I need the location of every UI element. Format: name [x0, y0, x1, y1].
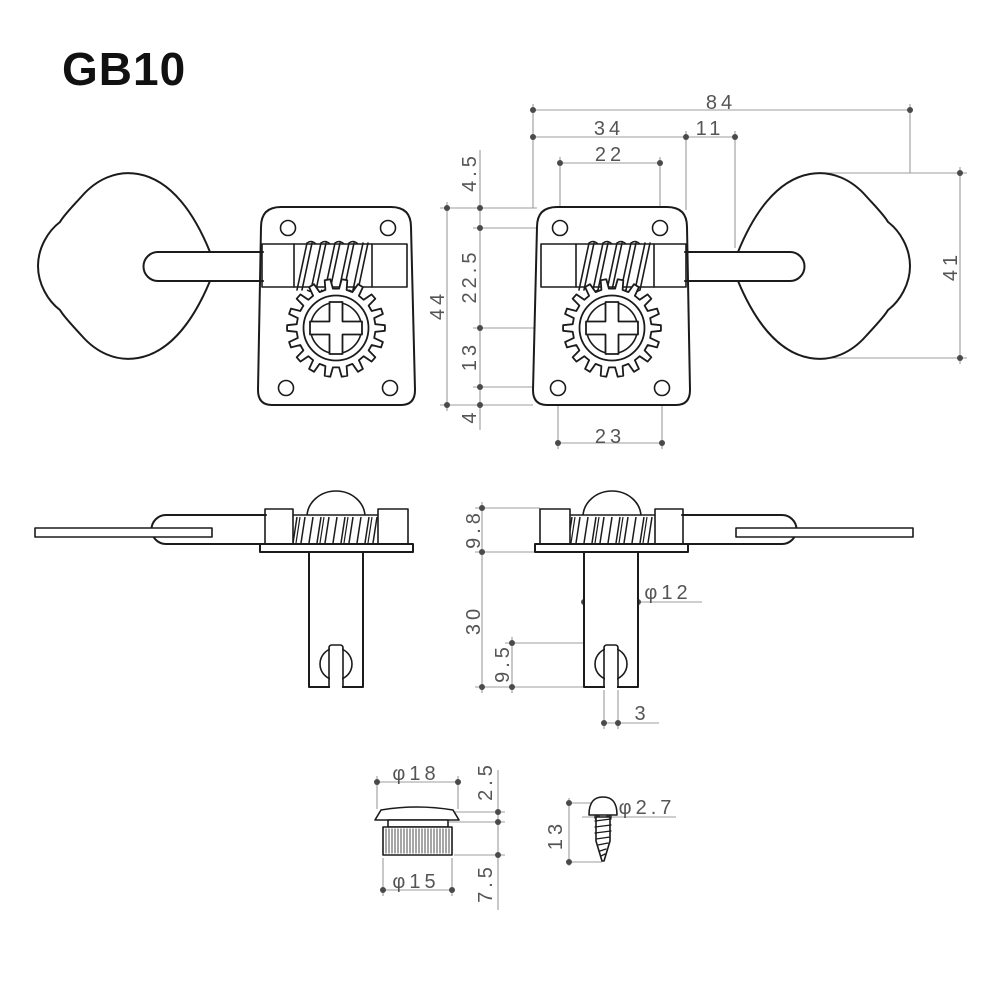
dim-plate-height: 44	[427, 290, 449, 320]
worm-bearing-block	[540, 243, 577, 288]
housing-block	[264, 508, 294, 546]
key-shaft-cap	[789, 251, 806, 282]
screw-hole	[651, 219, 669, 237]
dim-overall-length: 84	[706, 92, 736, 114]
housing-block	[377, 508, 409, 546]
dim-slot-depth: 9.5	[492, 643, 514, 683]
dim-plate-top-to-holes: 4.5	[459, 152, 481, 192]
screw-shank	[595, 816, 611, 862]
worm-bearing-block	[261, 243, 295, 288]
worm-dome	[306, 490, 366, 518]
dim-screw-diameter: φ2.7	[619, 797, 676, 819]
string-slot	[603, 644, 619, 688]
worm-bearing-block	[371, 243, 408, 288]
screw-view	[588, 796, 618, 862]
housing-block	[539, 508, 571, 546]
front-view-left-tuner	[37, 172, 416, 406]
cog-gear	[562, 278, 662, 378]
dim-plate-width: 34	[594, 118, 624, 140]
screw-head	[588, 796, 618, 816]
bushing-knurling	[385, 828, 450, 854]
screw-hole	[551, 219, 569, 237]
worm-dome	[582, 490, 642, 518]
tuner-key	[737, 172, 911, 360]
screw-hole	[277, 379, 295, 397]
tuner-key	[37, 172, 211, 360]
string-slot	[328, 644, 344, 688]
key-blade	[735, 527, 914, 538]
dim-bushing-head-height: 2.5	[475, 761, 497, 801]
dim-post-diameter: φ12	[644, 582, 691, 604]
worm-wheel-teeth	[567, 516, 661, 544]
dim-plate-to-key: 11	[696, 118, 725, 140]
screw-threads	[594, 818, 612, 857]
housing-block	[654, 508, 684, 546]
dim-post-length: 30	[463, 605, 485, 635]
dim-slot-width: 3	[634, 703, 649, 725]
screw-hole	[379, 219, 397, 237]
front-view-right-tuner	[532, 172, 911, 406]
dim-bottom-holes-to-edge: 4	[459, 408, 481, 423]
bushing-head	[374, 806, 460, 821]
key-blade	[34, 527, 213, 538]
side-view-right-tuner	[534, 490, 914, 689]
bushing-body	[382, 826, 453, 856]
dim-key-height: 41	[940, 251, 962, 281]
screw-hole	[653, 379, 671, 397]
dim-top-hole-spacing: 22	[595, 144, 625, 166]
dim-holes-to-gear: 22.5	[459, 249, 481, 304]
screw-hole	[549, 379, 567, 397]
side-view-left-tuner	[34, 490, 414, 689]
screw-hole	[381, 379, 399, 397]
dim-housing-height: 9.8	[463, 509, 485, 549]
dim-screw-length: 13	[545, 820, 567, 850]
key-shaft-cap	[142, 251, 159, 282]
dim-bushing-body-diameter: φ15	[392, 871, 439, 893]
dim-bushing-body-height: 7.5	[475, 863, 497, 903]
dim-bushing-head-diameter: φ18	[392, 763, 439, 785]
worm-bearing-block	[653, 243, 687, 288]
dimension-labels: 84 34 11 22 23 4.5 22.5 44 13 4 41 9.8 3…	[392, 92, 962, 903]
screw-hole	[279, 219, 297, 237]
dim-gear-to-bottom-holes: 13	[459, 341, 481, 371]
slot-fill	[605, 646, 617, 689]
bushing-neck	[387, 819, 449, 828]
bushing-view	[374, 806, 460, 856]
base-plate	[259, 543, 414, 553]
base-plate	[534, 543, 689, 553]
dim-bottom-hole-spacing: 23	[595, 426, 625, 448]
cog-gear	[286, 278, 386, 378]
page-title: GB10	[62, 43, 187, 95]
slot-fill	[330, 646, 342, 689]
